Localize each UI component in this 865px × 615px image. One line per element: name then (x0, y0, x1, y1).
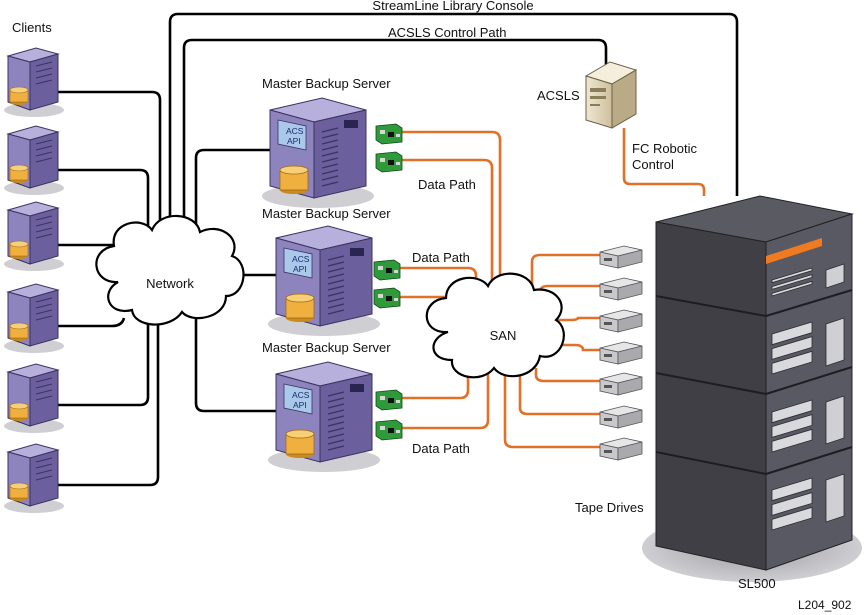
acs-api-label: API (293, 264, 307, 274)
client-link (54, 320, 150, 407)
library-side-panel (825, 317, 845, 367)
tape-drive-icon (599, 245, 643, 269)
library-slot (771, 274, 813, 290)
acs-api-label: ACS (292, 390, 310, 400)
library-side-panel (825, 473, 845, 523)
hba-card-icon (373, 259, 401, 281)
server-label: Master Backup Server (262, 206, 391, 221)
hba-card-icon (373, 287, 401, 309)
client-link (54, 317, 126, 328)
server-link (194, 310, 278, 413)
figure-id: L204_902 (798, 598, 852, 612)
tape-drive-icon (599, 372, 643, 396)
library-slot (771, 399, 813, 424)
library-slot (771, 506, 813, 531)
hba-card-icon (375, 123, 403, 145)
acs-api-label: API (287, 136, 301, 146)
tape-drive-icon (599, 277, 643, 301)
fc-control-label: Control (632, 157, 674, 172)
hba-card-icon (375, 419, 403, 441)
library-side-panel (825, 395, 845, 445)
sl500-library (642, 195, 862, 582)
client-computer-icon (4, 283, 64, 353)
network-cloud: Network (95, 214, 245, 326)
tape-drives-label: Tape Drives (575, 500, 644, 515)
streamline-console-path (168, 12, 739, 245)
acs-api-label: ACS (286, 126, 304, 136)
client-computer-icon (4, 47, 64, 117)
library-slot (771, 280, 813, 297)
acsls-control-path (182, 38, 608, 245)
acs-api-label: API (293, 400, 307, 410)
acsls-server (584, 61, 638, 129)
client-computer-icon (4, 443, 64, 513)
library-slot (771, 428, 813, 453)
client-computer-icon (4, 125, 64, 195)
data-lines (400, 128, 706, 449)
library-slot (771, 477, 813, 502)
data-path-label: Data Path (412, 250, 470, 265)
fc-robotic-label: FC Robotic (632, 141, 698, 156)
data-path-label: Data Path (412, 441, 470, 456)
library-slot (771, 336, 813, 360)
client-group (4, 47, 64, 513)
tape-drive-icon (599, 309, 643, 333)
tape-drive-group (599, 245, 643, 461)
acs-api-label: ACS (292, 254, 310, 264)
client-computer-icon (4, 201, 64, 271)
server-label: Master Backup Server (262, 340, 391, 355)
hba-card-icon (375, 151, 403, 173)
streamline-console-label: StreamLine Library Console (372, 0, 533, 13)
server-link (194, 148, 272, 245)
library-slot (771, 267, 813, 284)
client-link (54, 168, 150, 245)
server-label: Master Backup Server (262, 76, 391, 91)
clients-label: Clients (12, 20, 52, 35)
library-side-panel (825, 263, 845, 289)
acsls-label: ACSLS (537, 88, 580, 103)
san-cloud: SAN (425, 272, 565, 379)
san-label: SAN (490, 328, 517, 343)
control-lines (54, 12, 739, 487)
tape-drive-icon (599, 341, 643, 365)
client-link (54, 320, 160, 487)
tape-drive-icon (599, 405, 643, 429)
library-slot (771, 414, 813, 438)
acsls-control-path-label: ACSLS Control Path (388, 25, 507, 40)
data-path-label: Data Path (418, 177, 476, 192)
network-label: Network (146, 276, 194, 291)
library-slot (771, 350, 813, 375)
library-label: SL500 (738, 576, 776, 591)
client-link (54, 90, 162, 245)
library-slot (771, 492, 813, 516)
hba-card-icon (375, 389, 403, 411)
tape-drive-icon (599, 437, 643, 461)
library-slot (771, 321, 813, 346)
library-slots (771, 263, 845, 531)
client-computer-icon (4, 363, 64, 433)
